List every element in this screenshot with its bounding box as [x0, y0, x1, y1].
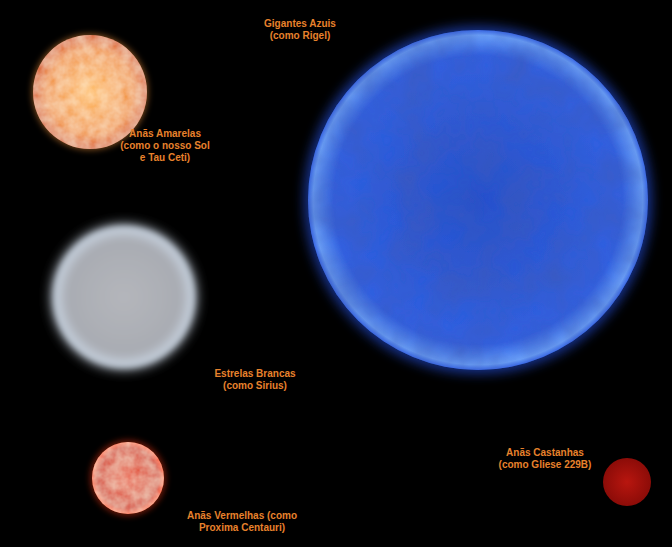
- star-glow: [51, 224, 197, 370]
- star-glow: [304, 26, 652, 374]
- star-glow: [90, 440, 166, 516]
- star-label: Gigantes Azuis (como Rigel): [252, 18, 348, 42]
- white-star: [54, 227, 194, 367]
- star-label: Anãs Amarelas (como o nosso Sol e Tau Ce…: [117, 128, 213, 164]
- star-label: Anãs Castanhas (como Gliese 229B): [495, 447, 595, 471]
- red-dwarf: [92, 442, 164, 514]
- blue-giant: [308, 30, 648, 370]
- brown-dwarf: [603, 458, 651, 506]
- star-label: Anãs Vermelhas (como Proxima Centauri): [183, 510, 301, 534]
- star-label: Estrelas Brancas (como Sirius): [207, 368, 303, 392]
